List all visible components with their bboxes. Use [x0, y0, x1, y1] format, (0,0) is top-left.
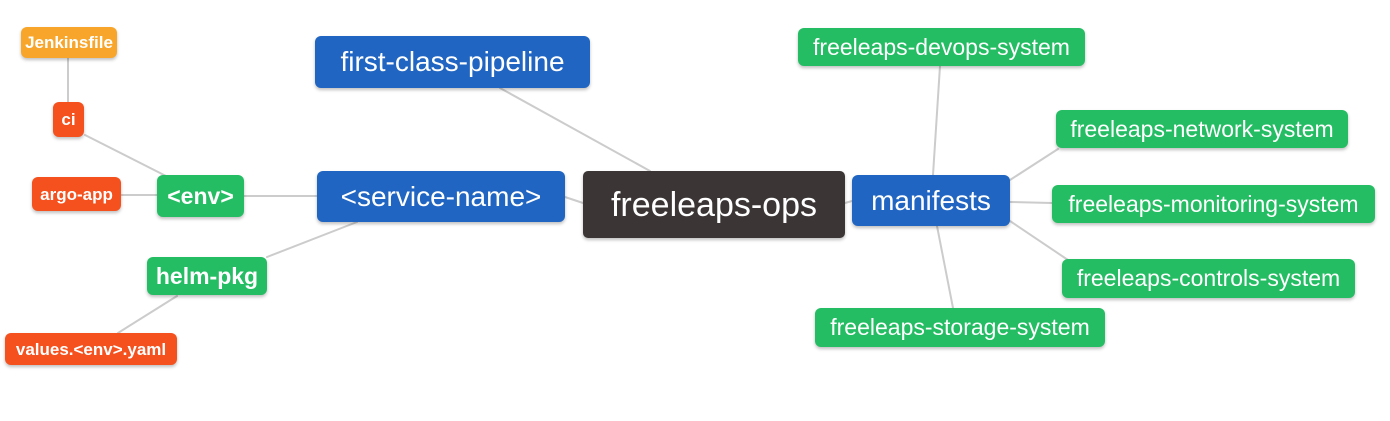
node-manifests[interactable]: manifests	[852, 175, 1010, 226]
node-argo-app[interactable]: argo-app	[32, 177, 121, 211]
edge-manifests-devops	[932, 65, 941, 176]
node-helm-pkg[interactable]: helm-pkg	[147, 257, 267, 295]
node-freeleaps-devops-system[interactable]: freeleaps-devops-system	[798, 28, 1085, 66]
edge-helm-pkg-values-env-yaml	[117, 295, 178, 334]
edge-first-class-pipeline-ops	[499, 87, 651, 172]
node-env[interactable]: <env>	[157, 175, 244, 217]
node-freeleaps-monitoring-system[interactable]: freeleaps-monitoring-system	[1052, 185, 1375, 223]
node-jenkinsfile[interactable]: Jenkinsfile	[21, 27, 117, 58]
node-service-name[interactable]: <service-name>	[317, 171, 565, 222]
node-ci[interactable]: ci	[53, 102, 84, 137]
node-values-env-yaml[interactable]: values.<env>.yaml	[5, 333, 177, 365]
node-first-class-pipeline[interactable]: first-class-pipeline	[315, 36, 590, 88]
node-freeleaps-controls-system[interactable]: freeleaps-controls-system	[1062, 259, 1355, 298]
edge-manifests-network	[1009, 148, 1059, 181]
edge-manifests-storage	[936, 225, 954, 309]
node-freeleaps-network-system[interactable]: freeleaps-network-system	[1056, 110, 1348, 148]
node-freeleaps-ops-root[interactable]: freeleaps-ops	[583, 171, 845, 238]
edge-ci-env	[84, 134, 167, 177]
edge-manifests-monitoring	[1009, 201, 1053, 204]
edge-service-name-ops	[564, 196, 584, 204]
edge-manifests-controls	[1009, 220, 1069, 261]
node-freeleaps-storage-system[interactable]: freeleaps-storage-system	[815, 308, 1105, 347]
edge-service-name-helm-pkg	[266, 221, 358, 258]
edge-ops-manifests	[844, 200, 853, 204]
